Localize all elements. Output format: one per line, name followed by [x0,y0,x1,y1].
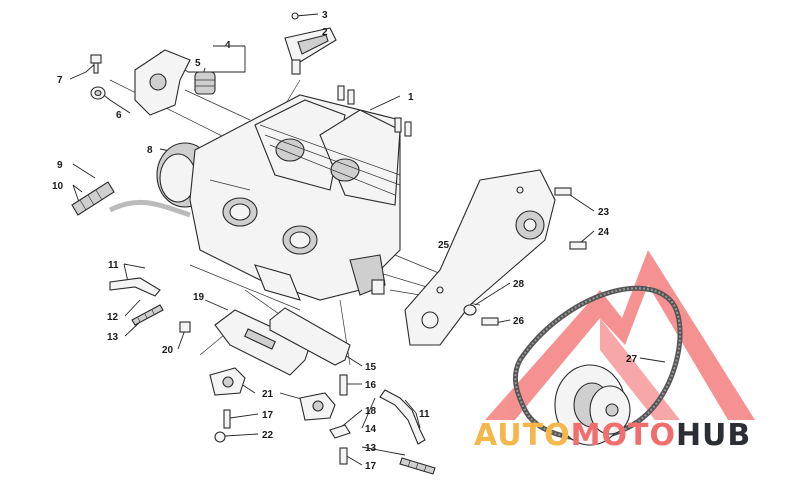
bolt-26 [481,317,499,326]
callout-23: 23 [598,207,610,218]
callout-10: 10 [52,181,64,192]
callout-25: 25 [438,240,450,251]
mount-foot-a [209,367,246,396]
bolt-20 [179,321,191,333]
hose-assembly-left [109,277,164,326]
callout-11-right: 11 [419,409,430,420]
callout-28: 28 [513,279,525,290]
callout-18: 18 [365,406,377,417]
callout-22: 22 [262,430,274,441]
callout-27: 27 [626,354,638,365]
lift-handle [284,12,337,75]
callout-2: 2 [322,27,328,38]
leader-lines [69,13,666,466]
callout-26: 26 [513,316,525,327]
callout-17-right: 17 [365,461,377,472]
callout-15: 15 [365,362,377,373]
bolt-16 [339,374,348,396]
watermark-part-auto: AUTO [474,418,571,453]
callout-13-left: 13 [107,332,119,343]
callout-17-left: 17 [262,410,274,421]
drive-belt-27 [512,285,683,441]
washer-6 [90,86,106,100]
bolt-7 [90,54,102,74]
watermark-part-moto: MOTO [570,418,676,453]
callout-21: 21 [262,389,274,400]
bolt-17a [223,409,231,429]
callout-14: 14 [365,424,377,435]
washer-28 [463,304,477,316]
clutch-pulley [554,364,631,446]
callout-8: 8 [147,145,153,156]
callout-1: 1 [408,92,414,103]
coupler-sleeve [71,181,191,218]
side-plate-25 [404,169,556,346]
bolt-17b [339,447,348,465]
callout-12: 12 [107,312,119,323]
lower-bracket-19 [214,309,311,376]
callout-6: 6 [116,110,122,121]
callout-7: 7 [57,75,63,86]
callout-4: 4 [225,40,231,51]
callout-19: 19 [193,292,205,303]
callout-5: 5 [195,58,201,69]
callout-24: 24 [598,227,610,238]
hose-assembly-right [329,389,436,475]
mount-foot-b [299,392,336,421]
engine-block [156,85,412,301]
bolt-24 [569,241,587,250]
callout-20: 20 [162,345,174,356]
bolt-22 [214,431,226,443]
lower-bracket-15 [269,307,351,366]
engine-mount-bracket [134,49,216,116]
callout-labels: 1 2 3 4 5 6 7 8 9 10 11 11 12 13 13 14 1… [52,10,638,472]
watermark-part-hub: HUB [675,418,752,453]
bolt-23 [554,187,572,196]
callout-3: 3 [322,10,328,21]
callout-11-left: 11 [108,260,119,271]
callout-9: 9 [57,160,63,171]
watermark-text: AUTOMOTOHUB [474,418,751,453]
callout-16: 16 [365,380,377,391]
callout-13-right: 13 [365,443,377,454]
